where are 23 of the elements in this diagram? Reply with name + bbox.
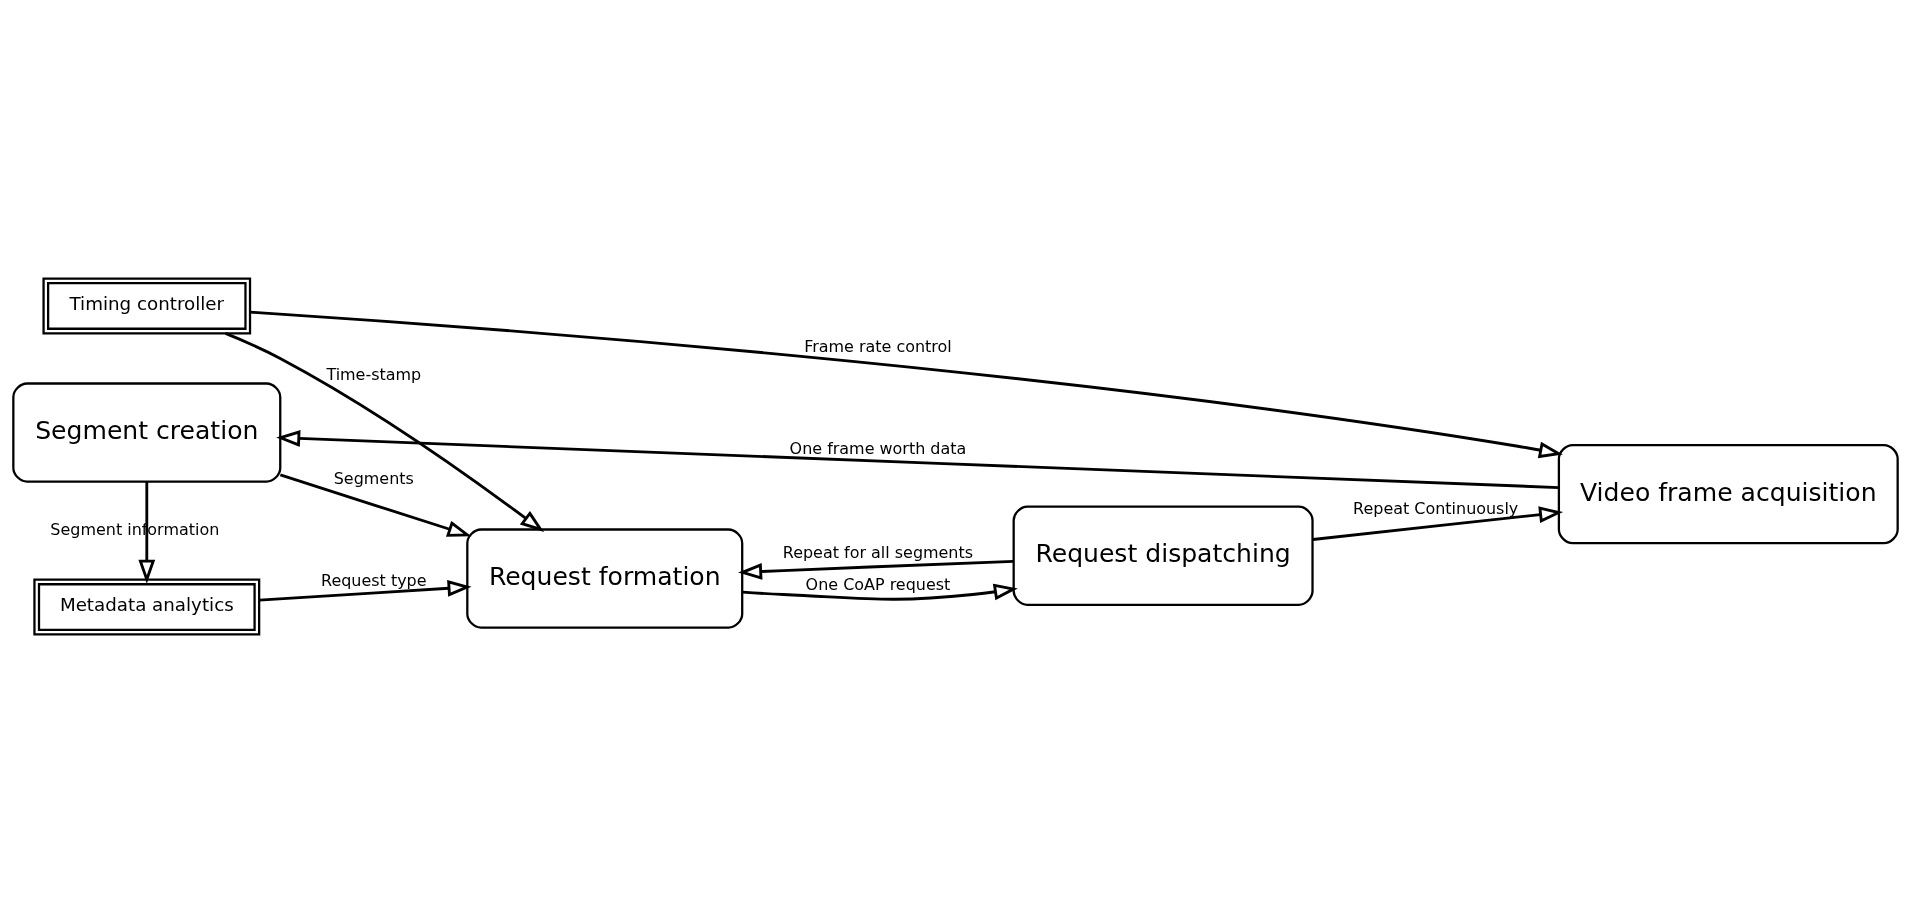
node-box: Segment creation — [12, 381, 282, 483]
arrow — [224, 331, 545, 532]
node-box: Request dispatching — [1012, 505, 1314, 606]
edge-label: Time-stamp — [326, 364, 422, 384]
node-box: Video frame acquisition — [1557, 443, 1899, 544]
edge-label: Repeat for all segments — [782, 542, 974, 562]
edge-label: Request type — [321, 570, 427, 590]
arrow — [276, 429, 1559, 489]
arrow — [259, 579, 472, 601]
node-box: Request formation — [466, 527, 744, 629]
arrow — [279, 473, 472, 537]
edge-label: Repeat Continuously — [1353, 498, 1519, 518]
edge-label: One CoAP request — [805, 574, 951, 594]
arrow — [250, 310, 1563, 458]
arrow — [1312, 505, 1564, 541]
arrow — [738, 559, 1014, 580]
edge-label: Frame rate control — [804, 336, 952, 356]
node-box: Timing controller — [42, 276, 252, 334]
edge-label: One frame worth data — [789, 438, 967, 458]
edge-label: Segments — [333, 468, 414, 488]
arrow — [742, 583, 1018, 601]
node-box: Metadata analytics — [33, 578, 261, 636]
arrow — [138, 481, 156, 584]
